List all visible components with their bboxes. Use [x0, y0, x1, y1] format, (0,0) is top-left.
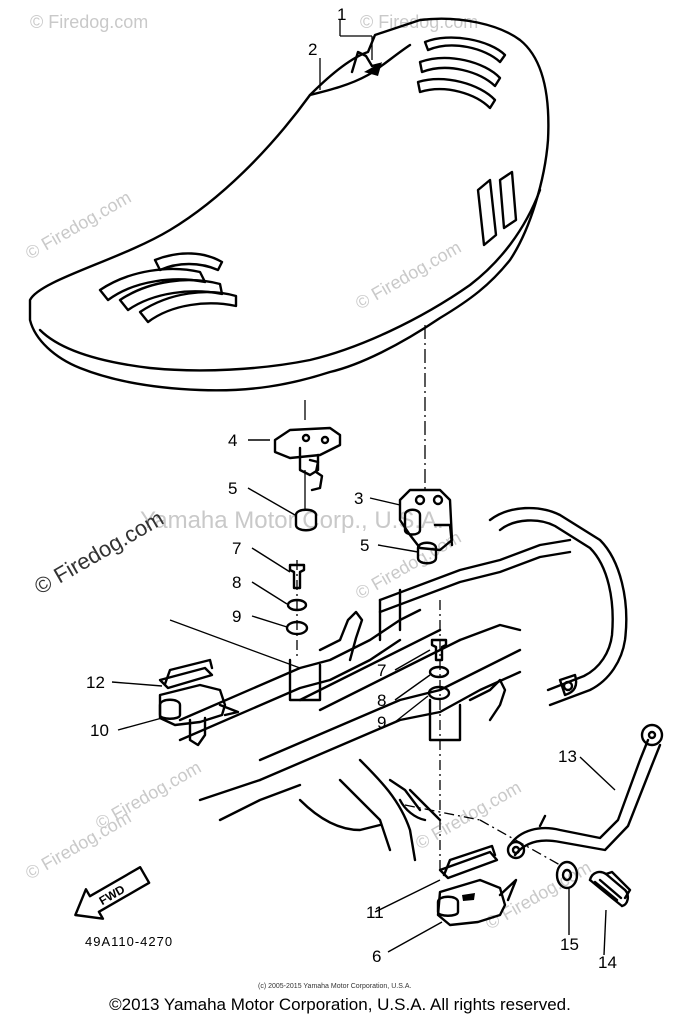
damper-upper: [294, 508, 318, 532]
seat-lock-left: [158, 658, 240, 747]
label-part-11: 11: [366, 903, 384, 922]
watermark-lower-mid: © Firedog.com: [92, 757, 204, 833]
label-part-8-left: 8: [232, 573, 241, 592]
diagram-code: 49A110-4270: [85, 934, 173, 949]
damper-lower: [416, 541, 438, 565]
label-part-10: 10: [90, 721, 109, 740]
watermark-top-right: © Firedog.com: [360, 12, 478, 32]
hinge-bracket-rear: [398, 488, 454, 552]
label-part-14: 14: [598, 953, 617, 972]
watermark-mid-right: © Firedog.com: [352, 237, 464, 313]
seat-side-edge: [38, 188, 542, 372]
watermark-yamaha: Yamaha Motor Corp., U.S.A.: [140, 507, 444, 534]
hardware-right: [427, 638, 451, 701]
seat-front-ribs: [98, 252, 238, 324]
fwd-arrow: FWD: [74, 866, 151, 920]
label-part-4: 4: [228, 431, 237, 450]
frame: [178, 506, 628, 862]
bolt: [588, 870, 632, 908]
label-part-12: 12: [86, 673, 105, 692]
part-labels: 1 2 4 5 3 5 7 8 9 7 8 9 12 10 13 11 6 15…: [86, 5, 617, 972]
seat-outline: [28, 17, 550, 392]
label-part-7-left: 7: [232, 539, 241, 558]
label-part-7-right: 7: [377, 661, 386, 680]
watermark-mid-left: © Firedog.com: [22, 187, 134, 263]
nut: [555, 860, 579, 890]
label-part-8-right: 8: [377, 691, 386, 710]
label-part-5-upper: 5: [228, 479, 237, 498]
copyright-footer: ©2013 Yamaha Motor Corporation, U.S.A. A…: [109, 995, 571, 1014]
seat-hook-tab: [364, 62, 382, 76]
label-part-2: 2: [308, 40, 317, 59]
seat-rear-ribs: [416, 36, 507, 110]
seat-lock-right: [436, 844, 518, 927]
watermark-top-left: © Firedog.com: [30, 12, 148, 32]
label-leaders: [111, 439, 616, 956]
small-copyright: (c) 2005-2015 Yamaha Motor Corporation, …: [258, 983, 411, 990]
seat-front-hook: [350, 50, 382, 74]
watermark-lower-right: © Firedog.com: [412, 777, 524, 853]
label-part-9-right: 9: [377, 713, 386, 732]
hinge-bracket-front: [273, 426, 342, 492]
hardware-left: [285, 563, 309, 636]
label-part-5-lower: 5: [360, 536, 369, 555]
label-part-3: 3: [354, 489, 363, 508]
seat-lock-rod: [506, 723, 664, 860]
label-part-1: 1: [337, 5, 346, 24]
watermarks: © Firedog.com © Firedog.com © Firedog.co…: [22, 12, 594, 933]
label-part-15: 15: [560, 935, 579, 954]
watermark-firedog-dark: © Firedog.com: [30, 505, 168, 599]
seat: [28, 17, 550, 392]
seat-front-hump: [308, 43, 412, 97]
label-part-13: 13: [558, 747, 577, 766]
label-part-9-left: 9: [232, 607, 241, 626]
seat-side-vents: [476, 170, 518, 247]
label-part-6: 6: [372, 947, 381, 966]
